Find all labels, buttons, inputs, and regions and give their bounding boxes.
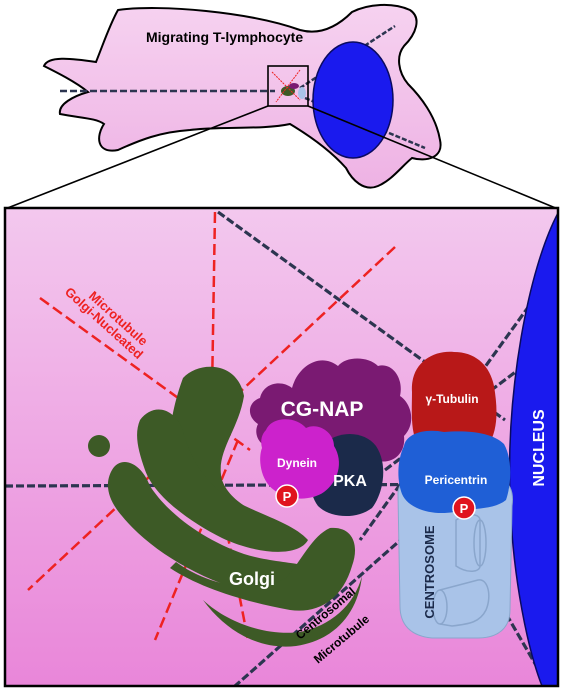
golgi-vesicle: [88, 435, 110, 457]
svg-text:P: P: [460, 501, 469, 516]
pericentrin-label: Pericentrin: [425, 473, 488, 487]
phosphate-marker-pericentrin: P: [452, 496, 476, 520]
cell-overview: Migrating T-lymphocyte: [42, 4, 442, 189]
magnified-border: [3, 206, 560, 688]
nucleus-label: NUCLEUS: [531, 409, 548, 487]
zoom-line-right: [307, 105, 559, 210]
zoom-line-left: [4, 105, 269, 210]
cell-golgi-mt-mini: [271, 69, 301, 103]
centrosome-label: CENTROSOME: [422, 525, 437, 619]
phosphate-marker-dynein: P: [275, 484, 299, 508]
pericentrin-protein: [398, 430, 511, 514]
cell-nucleus: [312, 41, 394, 159]
cgnap-label: CG-NAP: [281, 398, 364, 421]
gamma-tubulin-protein: [411, 351, 497, 446]
svg-text:P: P: [283, 489, 292, 504]
dynein-label: Dynein: [277, 456, 317, 470]
cell-title: Migrating T-lymphocyte: [146, 29, 303, 45]
cell-centrosome-mini: [298, 87, 306, 99]
gamma-tubulin-label: γ-Tubulin: [425, 392, 478, 406]
golgi-apparatus: [88, 366, 362, 647]
cell-cgnap-mini: [289, 83, 299, 89]
magnified-view: P P Golgi-Nucleated Microtubule CG-NAP γ…: [3, 206, 560, 688]
dynein-protein: [260, 419, 339, 499]
golgi-label: Golgi: [229, 569, 275, 589]
pka-label: PKA: [333, 473, 367, 490]
zoom-box: [267, 65, 309, 107]
